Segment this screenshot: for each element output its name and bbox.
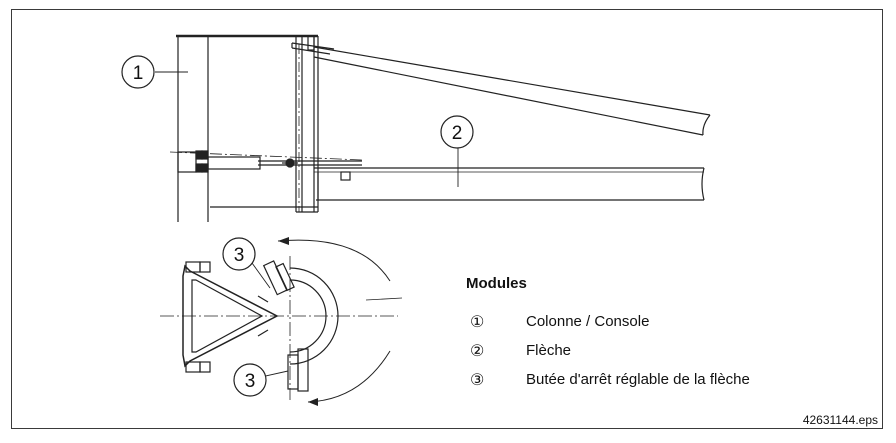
callout-leaders <box>155 71 459 380</box>
legend-item-number: ① <box>470 313 485 331</box>
modules-legend: Modules ① Colonne / Console ② Flèche ③ B… <box>462 275 862 394</box>
callout-3-top-number: 3 <box>234 245 245 266</box>
legend-item-label: Flèche <box>526 342 572 359</box>
boom-arm <box>291 35 711 201</box>
callout-2-number: 2 <box>452 123 463 144</box>
legend-item: ② Flèche <box>462 336 862 365</box>
callout-2: 2 <box>440 115 474 149</box>
legend-item: ③ Butée d'arrêt réglable de la flèche <box>462 365 862 394</box>
legend-item-label: Butée d'arrêt réglable de la flèche <box>526 371 750 388</box>
callout-3-top: 3 <box>222 237 256 271</box>
drawing-frame <box>11 9 883 429</box>
callout-1-number: 1 <box>133 63 144 84</box>
boom-stop-plan-view <box>160 237 403 406</box>
legend-item: ① Colonne / Console <box>462 307 862 336</box>
callout-3-bottom-number: 3 <box>245 371 256 392</box>
legend-item-label: Colonne / Console <box>526 313 650 330</box>
callout-3-bottom: 3 <box>233 363 267 397</box>
bolt-group-top-view <box>195 150 298 173</box>
column-console <box>169 34 363 222</box>
legend-title: Modules <box>466 275 527 292</box>
legend-item-number: ② <box>470 342 485 360</box>
callout-1: 1 <box>121 55 155 89</box>
file-reference: 42631144.eps <box>802 413 878 427</box>
legend-item-number: ③ <box>470 371 485 389</box>
